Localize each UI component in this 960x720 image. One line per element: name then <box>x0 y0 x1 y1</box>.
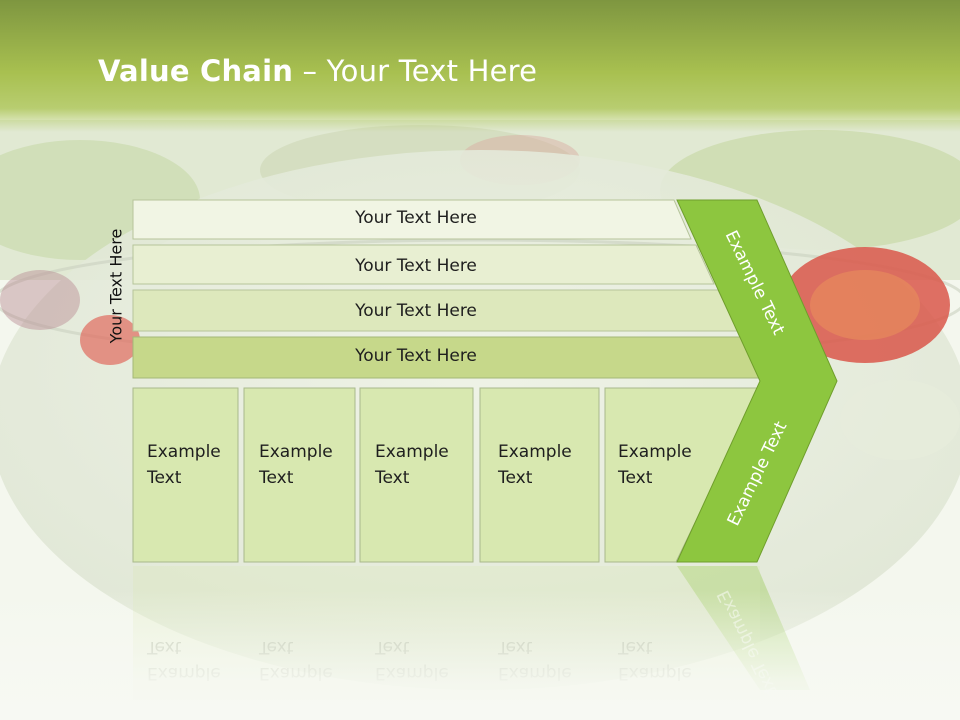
activity-box-2 <box>243 387 356 563</box>
bottom-fade <box>0 590 960 720</box>
title-rest: – Your Text Here <box>293 54 538 88</box>
activity-box-3 <box>359 387 474 563</box>
margin-chevron <box>676 199 838 563</box>
slide-title: Value Chain – Your Text Here <box>98 54 537 88</box>
activity-box-1 <box>132 387 239 563</box>
title-bold: Value Chain <box>98 54 294 88</box>
box-4-line2: Text <box>498 468 533 488</box>
box-5-line2: Text <box>618 468 653 488</box>
box-3-line1: Example <box>375 442 449 462</box>
box-3-line2: Text <box>375 468 410 488</box>
box-4-line1: Example <box>498 442 572 462</box>
box-5-line1: Example <box>618 442 692 462</box>
row-label-1: Your Text Here <box>355 208 477 228</box>
row-label-2: Your Text Here <box>355 256 477 276</box>
box-1-line1: Example <box>147 442 221 462</box>
support-activities-label: Your Text Here <box>106 228 126 344</box>
activity-box-4 <box>479 387 600 563</box>
header-band <box>0 0 960 132</box>
row-label-4: Your Text Here <box>355 346 477 366</box>
row-bar-1 <box>132 199 692 240</box>
row-label-3: Your Text Here <box>355 301 477 321</box>
activity-box-5 <box>604 387 761 563</box>
box-1-line2: Text <box>147 468 182 488</box>
box-2-line1: Example <box>259 442 333 462</box>
row-bar-2 <box>132 244 715 285</box>
box-2-line2: Text <box>259 468 294 488</box>
